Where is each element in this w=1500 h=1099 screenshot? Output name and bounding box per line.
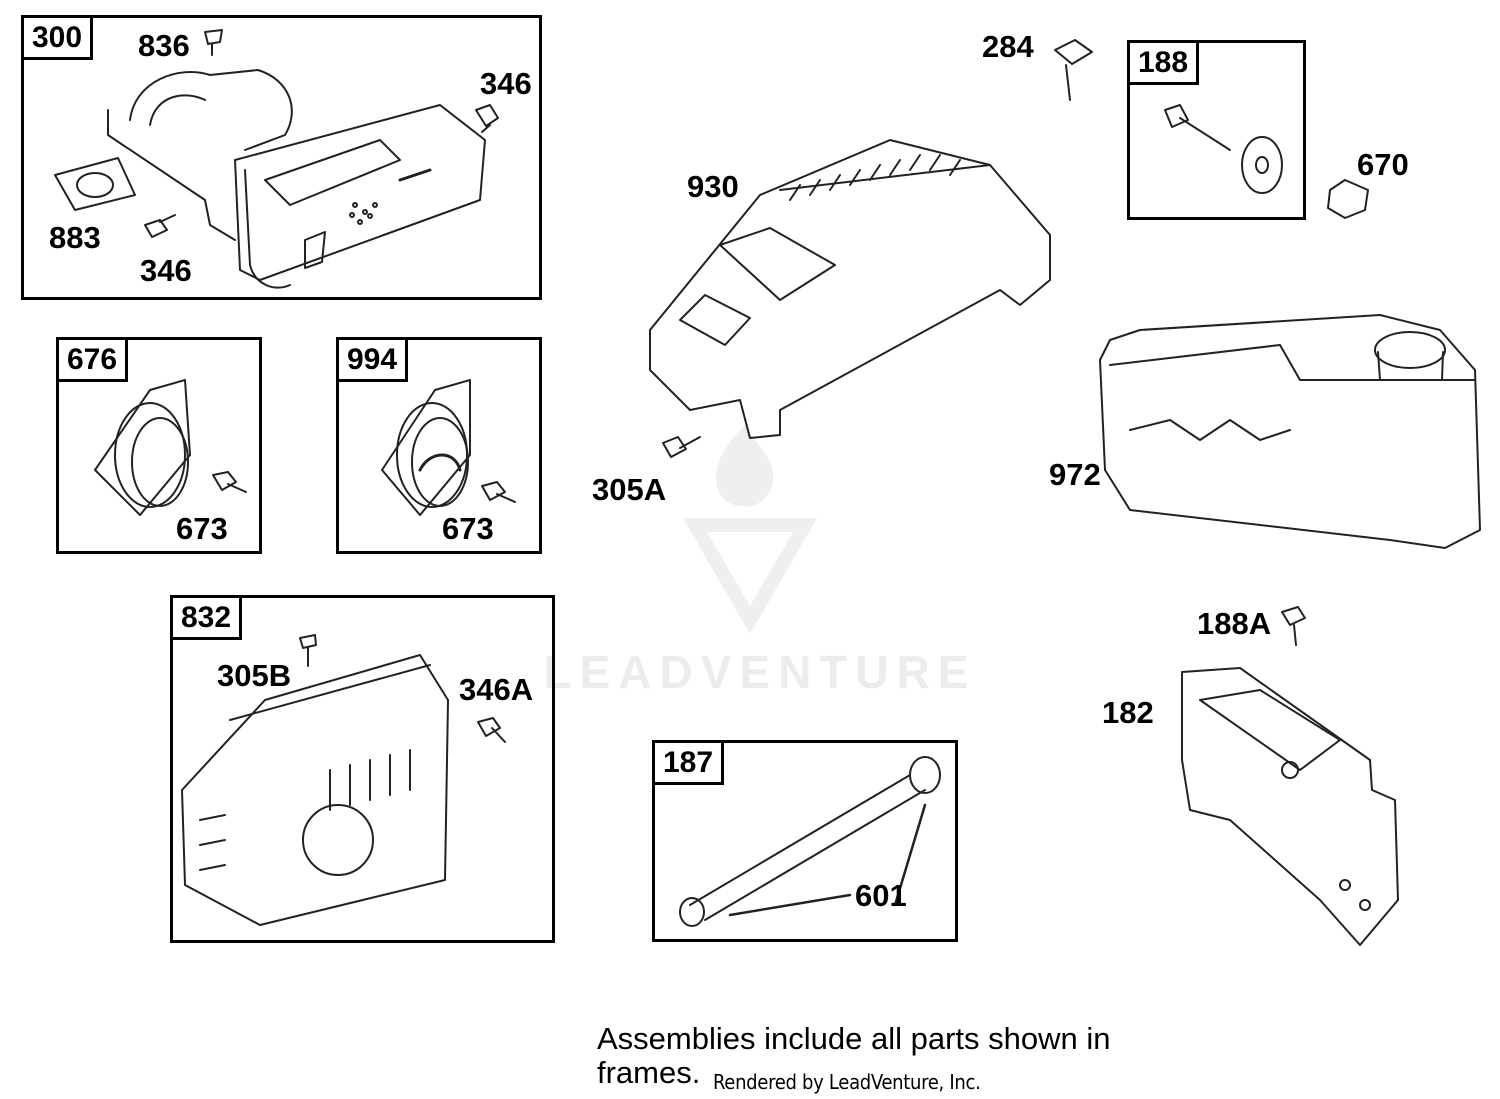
part-label-836: 836 xyxy=(138,28,190,63)
part-label-930: 930 xyxy=(687,169,739,204)
credit-line: Rendered by LeadVenture, Inc. xyxy=(713,1062,981,1099)
frame-label: 187 xyxy=(652,740,725,785)
frame-label: 994 xyxy=(336,337,409,382)
frame-label: 188 xyxy=(1127,40,1200,85)
frame-label: 832 xyxy=(170,595,243,640)
frame-187: 187 xyxy=(652,740,958,942)
frame-188-parts xyxy=(1164,104,1369,219)
blower-shroud-drawing xyxy=(649,139,1051,439)
assembly-note: Assemblies include all parts shown in fr… xyxy=(597,1022,1197,1090)
muffler-guard-drawing xyxy=(181,654,449,926)
part-label-883: 883 xyxy=(49,220,101,255)
leadventure-watermark-text: LEADVENTURE xyxy=(543,646,977,698)
breather-tube-drawing xyxy=(679,756,941,927)
part-label-972: 972 xyxy=(1049,457,1101,492)
part-label-346: 346 xyxy=(480,66,532,101)
frame-676: 676 xyxy=(56,337,262,554)
fuel-tank-drawing xyxy=(1099,314,1481,549)
part-label-670: 670 xyxy=(1357,147,1409,182)
assembly-note-text: Assemblies include all parts shown in fr… xyxy=(597,1021,1111,1090)
part-label-673: 673 xyxy=(442,511,494,546)
frame-832: 832 xyxy=(170,595,555,943)
part-label-305B: 305B xyxy=(217,658,292,693)
part-label-346A: 346A xyxy=(459,672,534,707)
frame-994: 994 xyxy=(336,337,542,554)
part-label-673: 673 xyxy=(176,511,228,546)
muffler-drawing xyxy=(54,69,486,289)
part-label-188A: 188A xyxy=(1197,606,1272,641)
frame-300: 300 xyxy=(21,15,542,300)
bolt-drawings xyxy=(144,29,1306,743)
frame-188: 188 xyxy=(1127,40,1306,220)
flange-drawings xyxy=(94,379,471,516)
part-label-305A: 305A xyxy=(592,472,667,507)
bracket-drawing xyxy=(1181,667,1399,946)
credit-text: Rendered by LeadVenture, Inc. xyxy=(713,1070,981,1094)
frame-label: 676 xyxy=(56,337,129,382)
part-label-182: 182 xyxy=(1102,695,1154,730)
part-label-346: 346 xyxy=(140,253,192,288)
frame-label: 300 xyxy=(21,15,94,60)
part-label-601: 601 xyxy=(855,878,907,913)
part-label-284: 284 xyxy=(982,29,1034,64)
